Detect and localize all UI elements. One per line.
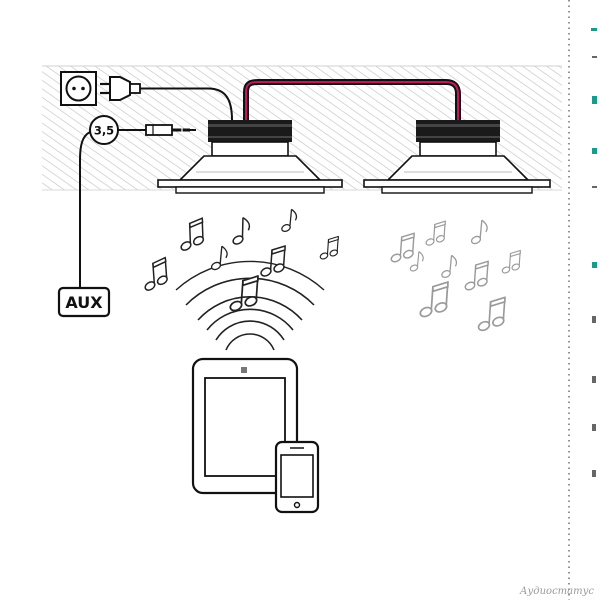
aux-label: AUX <box>65 293 103 312</box>
side-accent-marks <box>591 28 597 268</box>
passive-speaker <box>363 120 551 194</box>
smartphone-icon <box>274 440 320 514</box>
audio-jack-icon: 3,5 <box>89 115 119 145</box>
mini-jack-plug-icon <box>118 124 196 136</box>
aux-cable <box>79 131 91 287</box>
side-text-marks <box>592 56 597 477</box>
power-plug-icon <box>100 76 141 101</box>
jack-label: 3,5 <box>94 124 114 138</box>
tablet-icon <box>191 357 299 495</box>
active-speaker <box>157 120 343 194</box>
music-notes-active <box>139 208 339 314</box>
watermark: Аудиостатус <box>519 586 594 597</box>
speaker-link-cable <box>243 79 461 120</box>
power-socket-icon <box>60 71 97 106</box>
aux-input-box: AUX <box>57 286 111 318</box>
power-cable <box>140 87 233 121</box>
music-notes-passive <box>389 219 521 333</box>
